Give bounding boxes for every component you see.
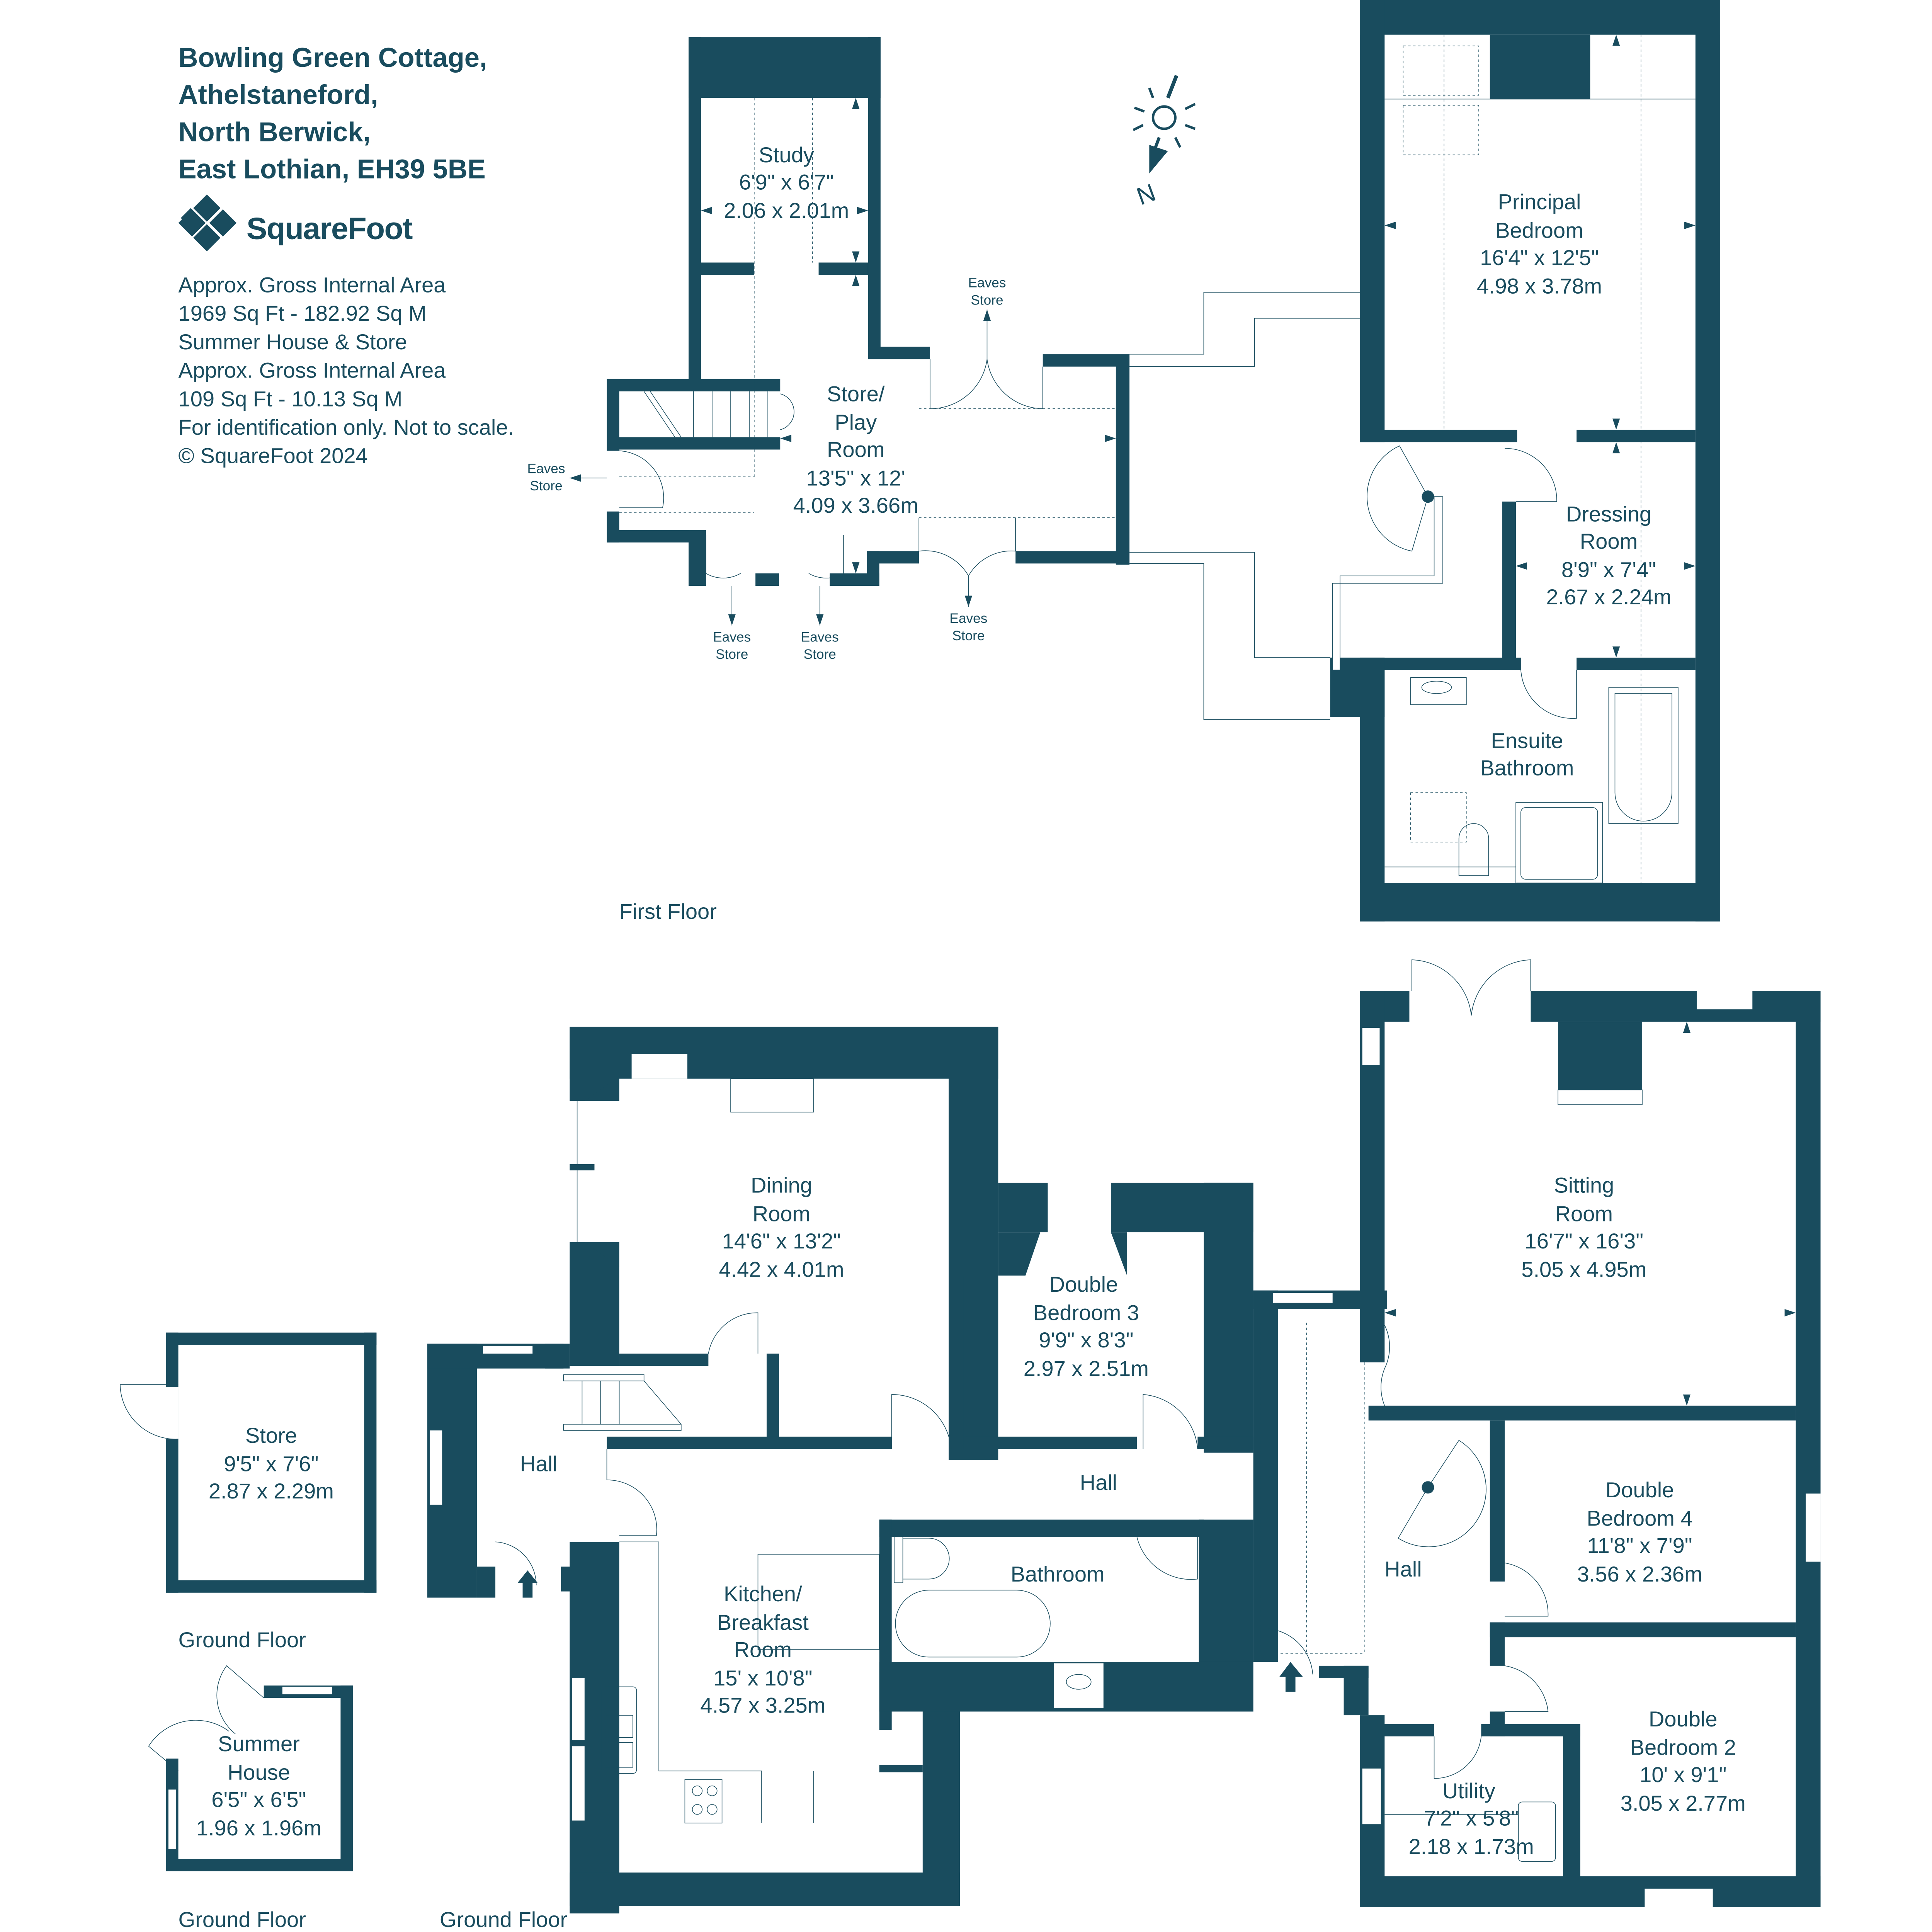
room-metric: 1.96 x 1.96m xyxy=(196,1816,321,1840)
room-name: Kitchen/ xyxy=(724,1582,802,1606)
room-name: Store/ xyxy=(827,381,885,406)
info-line-3: Summer House & Store xyxy=(179,330,407,354)
room-metric: 5.05 x 4.95m xyxy=(1521,1257,1646,1281)
room-name: Utility xyxy=(1442,1779,1495,1803)
room-metric: 4.09 x 3.66m xyxy=(793,493,918,517)
address-line-2: Athelstaneford, xyxy=(179,79,378,110)
room-imperial: 15' x 10'8" xyxy=(713,1666,812,1690)
room-metric: 3.05 x 2.77m xyxy=(1621,1791,1746,1815)
first-floor-labels: Study 6'9" x 6'7" 2.06 x 2.01m Store/ Pl… xyxy=(527,143,1671,923)
eaves-store-label: Eaves xyxy=(527,461,565,476)
room-name: Bathroom xyxy=(1011,1562,1105,1586)
eaves-store-label: Eaves xyxy=(801,629,839,645)
room-name: Study xyxy=(759,143,814,167)
room-name: Ensuite xyxy=(1491,728,1563,753)
info-line-2: 1969 Sq Ft - 182.92 Sq M xyxy=(179,301,427,325)
room-name: Room xyxy=(1580,529,1638,553)
room-name: Dining xyxy=(751,1173,812,1197)
compass-label: N xyxy=(1133,178,1159,210)
first-floor-left-wing xyxy=(570,37,1130,626)
room-name: Play xyxy=(835,410,877,434)
address-line-4: East Lothian, EH39 5BE xyxy=(179,154,486,184)
room-imperial: 13'5" x 12' xyxy=(806,466,905,490)
room-name: Bedroom 3 xyxy=(1033,1301,1139,1325)
staircase-icon xyxy=(644,391,794,437)
room-metric: 2.18 x 1.73m xyxy=(1409,1834,1534,1859)
room-name: Bathroom xyxy=(1480,755,1574,780)
room-name: Room xyxy=(1555,1201,1613,1226)
room-imperial: 7'2" x 5'8" xyxy=(1424,1806,1519,1830)
room-name: Dressing xyxy=(1566,502,1651,526)
room-name: Bedroom 4 xyxy=(1587,1506,1692,1531)
ground-floor-left-block xyxy=(427,1027,1253,1913)
room-name: Room xyxy=(827,437,885,462)
room-metric: 4.42 x 4.01m xyxy=(719,1257,844,1281)
room-metric: 2.97 x 2.51m xyxy=(1024,1356,1149,1381)
info-line-4: Approx. Gross Internal Area xyxy=(179,358,446,383)
north-arrow-sun-icon: N xyxy=(1133,75,1196,211)
room-imperial: 16'4" x 12'5" xyxy=(1480,245,1599,270)
room-name: House xyxy=(228,1760,290,1784)
room-metric: 2.06 x 2.01m xyxy=(724,198,849,223)
room-imperial: 8'9" x 7'4" xyxy=(1561,558,1656,582)
room-imperial: 9'9" x 8'3" xyxy=(1039,1328,1133,1352)
room-name: Double xyxy=(1049,1272,1118,1296)
first-floor-label: First Floor xyxy=(619,899,717,923)
room-name: Store xyxy=(245,1423,297,1447)
room-name: Hall xyxy=(520,1452,558,1476)
info-line-6: For identification only. Not to scale. xyxy=(179,415,514,439)
room-imperial: 16'7" x 16'3" xyxy=(1525,1229,1644,1253)
room-name: Room xyxy=(734,1637,792,1662)
info-line-1: Approx. Gross Internal Area xyxy=(179,272,446,297)
info-line-5: 109 Sq Ft - 10.13 Sq M xyxy=(179,386,403,411)
eaves-store-label: Eaves xyxy=(713,629,751,645)
room-name: Sitting xyxy=(1554,1173,1614,1197)
squarefoot-logo-icon xyxy=(178,194,237,252)
room-imperial: 6'9" x 6'7" xyxy=(739,170,834,194)
room-imperial: 10' x 9'1" xyxy=(1639,1762,1726,1787)
eaves-store-label: Store xyxy=(716,647,748,662)
address-line-3: North Berwick, xyxy=(179,116,371,147)
ground-floor-right-block xyxy=(1253,959,1821,1907)
header-block: Bowling Green Cottage, Athelstaneford, N… xyxy=(178,42,514,468)
ground-floor-label: Ground Floor xyxy=(440,1907,567,1932)
summer-house-floor-label: Ground Floor xyxy=(179,1907,306,1932)
room-metric: 3.56 x 2.36m xyxy=(1577,1562,1702,1586)
ground-floor-labels: Dining Room 14'6" x 13'2" 4.42 x 4.01m D… xyxy=(179,1173,1746,1932)
spiral-staircase-icon xyxy=(1398,1440,1486,1547)
room-name: Double xyxy=(1649,1707,1718,1731)
eaves-store-label: Store xyxy=(804,647,836,662)
eaves-store-label: Eaves xyxy=(949,611,987,626)
room-imperial: 14'6" x 13'2" xyxy=(722,1229,841,1253)
store-building xyxy=(120,1332,377,1593)
room-imperial: 9'5" x 7'6" xyxy=(224,1452,318,1476)
room-name: Principal xyxy=(1498,190,1581,214)
room-name: Bedroom xyxy=(1495,218,1583,242)
eaves-store-label: Store xyxy=(971,293,1003,308)
room-name: Breakfast xyxy=(717,1610,809,1634)
eaves-store-label: Eaves xyxy=(968,276,1006,291)
room-name: Hall xyxy=(1080,1470,1117,1495)
room-imperial: 11'8" x 7'9" xyxy=(1587,1533,1692,1558)
room-name: Room xyxy=(753,1201,811,1226)
room-metric: 2.87 x 2.29m xyxy=(209,1479,334,1503)
first-floor-right-wing xyxy=(1330,0,1720,922)
spiral-staircase-icon xyxy=(1332,445,1443,670)
room-metric: 4.98 x 3.78m xyxy=(1477,274,1602,298)
brand-name: SquareFoot xyxy=(247,211,413,246)
room-name: Double xyxy=(1605,1478,1674,1502)
eaves-store-label: Store xyxy=(952,628,985,643)
summer-house xyxy=(148,1665,353,1871)
room-imperial: 6'5" x 6'5" xyxy=(211,1787,306,1811)
room-name: Bedroom 2 xyxy=(1630,1735,1736,1760)
room-name: Hall xyxy=(1384,1557,1422,1581)
address-line-1: Bowling Green Cottage, xyxy=(179,42,487,73)
store-floor-label: Ground Floor xyxy=(179,1628,306,1652)
room-name: Summer xyxy=(218,1731,300,1756)
eaves-store-label: Store xyxy=(530,478,562,493)
room-metric: 2.67 x 2.24m xyxy=(1546,585,1671,609)
info-line-7: © SquareFoot 2024 xyxy=(179,444,368,468)
room-metric: 4.57 x 3.25m xyxy=(700,1693,825,1718)
